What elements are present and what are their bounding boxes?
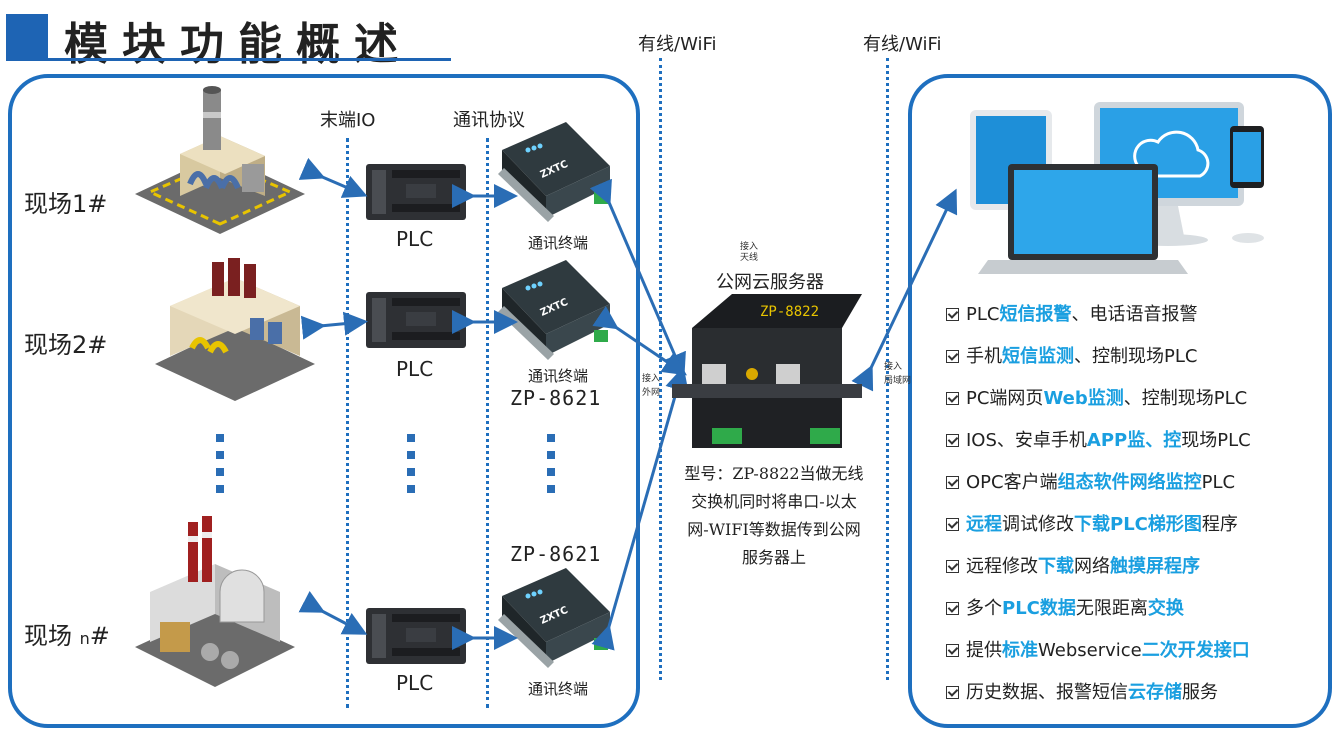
server-port-lan: 接入 局域网 (884, 362, 912, 386)
arrow-terminaln-server (591, 366, 689, 651)
plc-device-1-icon (366, 164, 466, 220)
server-description-line-1: 型号：ZP-8822当做无线 (684, 464, 864, 483)
terminal-label-n: 通讯终端 (528, 680, 589, 698)
terminal-device-2-icon: ZXTC (498, 260, 610, 360)
server-port-antenna: 接入 天线 (740, 242, 759, 263)
cloud-panel (908, 74, 1332, 728)
protocol-divider (486, 138, 489, 708)
terminal-model-n: ZP-8621 (510, 542, 602, 566)
ellipsis-sites (216, 434, 224, 502)
arrow-site2-plc (300, 311, 368, 340)
checkbox-icon (946, 518, 959, 531)
server-device-icon: ZP-8822 (672, 294, 862, 448)
checkbox-icon (946, 350, 959, 363)
plc-label-1: PLC (396, 227, 434, 251)
site-label-1: 现场1# (24, 190, 108, 218)
feature-item: 提供标准Webservice二次开发接口 (946, 636, 1251, 678)
plc-device-n-icon (366, 608, 466, 664)
factory-2-icon (155, 258, 315, 401)
plc-label-2: PLC (396, 357, 434, 381)
network-label-right: 有线/WiFi (863, 34, 942, 55)
arrow-site1-plc (298, 157, 368, 198)
site-label-2: 现场2# (24, 331, 108, 359)
feature-item: IOS、安卓手机APP监、控现场PLC (946, 426, 1251, 468)
server-port-wan: 接入 外网 (642, 374, 661, 398)
feature-item: 多个PLC数据无限距离交换 (946, 594, 1251, 636)
plc-device-2-icon (366, 292, 466, 348)
client-devices-icon (970, 102, 1264, 274)
factory-n-icon (135, 516, 295, 687)
server-description-line-2: 交换机同时将串口-以太 (691, 492, 857, 511)
ellipsis-plc (407, 434, 415, 502)
server-description-line-4: 服务器上 (741, 548, 806, 567)
terminal-model-2: ZP-8621 (510, 386, 602, 410)
arrow-server-cloud (851, 188, 958, 392)
server-title: 公网云服务器 (716, 272, 824, 293)
server-model-text: ZP-8822 (760, 304, 819, 320)
feature-item: 历史数据、报警短信云存储服务 (946, 678, 1251, 720)
plc-label-n: PLC (396, 671, 434, 695)
checkbox-icon (946, 686, 959, 699)
page-title: 模块功能概述 (64, 19, 412, 70)
server-description: 型号：ZP-8822当做无线 交换机同时将串口-以太 网-WIFI等数据传到公网… (664, 460, 884, 572)
feature-item: 远程修改下载网络触摸屏程序 (946, 552, 1251, 594)
network-label-left: 有线/WiFi (638, 34, 717, 55)
arrow-siten-plc (298, 591, 368, 635)
feature-item: PC端网页Web监测、控制现场PLC (946, 384, 1251, 426)
io-divider (346, 138, 349, 708)
feature-item: OPC客户端组态软件网络监控PLC (946, 468, 1251, 510)
feature-item: 远程调试修改下载PLC梯形图程序 (946, 510, 1251, 552)
arrow-terminal2-server (592, 305, 687, 376)
server-description-line-3: 网-WIFI等数据传到公网 (687, 520, 861, 539)
checkbox-icon (946, 602, 959, 615)
site-label-n: 现场 n# (24, 622, 110, 650)
checkbox-icon (946, 644, 959, 657)
feature-list: PLC短信报警、电话语音报警 手机短信监测、控制现场PLC PC端网页Web监测… (946, 300, 1251, 720)
terminal-label-1: 通讯终端 (528, 234, 589, 252)
ellipsis-terminals (547, 434, 555, 502)
protocol-column-label: 通讯协议 (453, 110, 525, 131)
terminal-device-n-icon: ZXTC (498, 568, 610, 668)
checkbox-icon (946, 308, 959, 321)
feature-item: PLC短信报警、电话语音报警 (946, 300, 1251, 342)
factory-1-icon (135, 86, 305, 234)
checkbox-icon (946, 476, 959, 489)
feature-item: 手机短信监测、控制现场PLC (946, 342, 1251, 384)
checkbox-icon (946, 560, 959, 573)
title-accent-block (6, 14, 48, 58)
title-underline (6, 58, 451, 61)
terminal-label-2: 通讯终端 (528, 367, 589, 385)
io-column-label: 末端IO (320, 110, 376, 131)
checkbox-icon (946, 392, 959, 405)
checkbox-icon (946, 434, 959, 447)
